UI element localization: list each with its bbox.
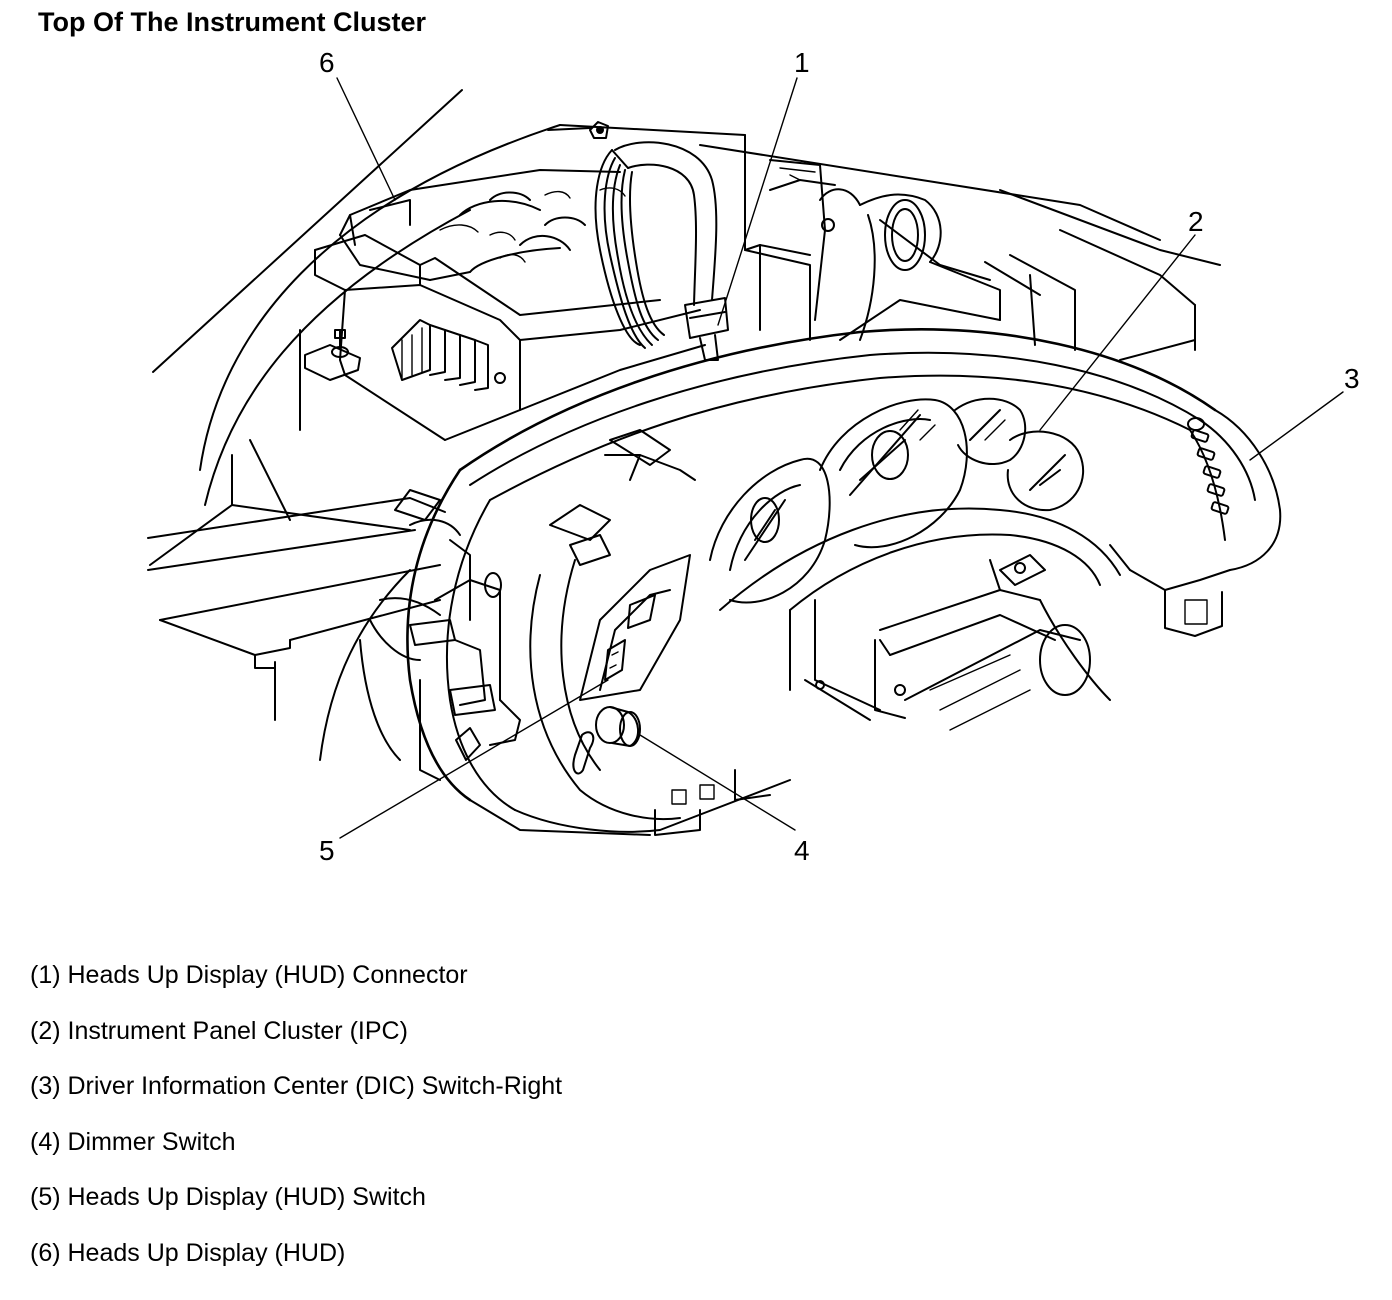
legend-list: (1) Heads Up Display (HUD) Connector (2)…: [30, 960, 562, 1294]
legend-item-ipc: (2) Instrument Panel Cluster (IPC): [30, 1016, 408, 1045]
windshield-frame: [152, 89, 1221, 506]
hud-unit: [304, 121, 706, 441]
legend-item-hud-connector: (1) Heads Up Display (HUD) Connector: [30, 961, 468, 989]
rear-duct: [744, 134, 1001, 341]
callout-4: 4: [794, 835, 810, 866]
callout-5: 5: [319, 835, 335, 866]
callout-labels: 6 1 2 3 5 4: [319, 47, 1360, 866]
diagram-title: Top Of The Instrument Cluster: [38, 7, 427, 37]
leader-line-3: [1249, 391, 1344, 461]
legend-item-dic-switch-right: (3) Driver Information Center (DIC) Swit…: [30, 1072, 563, 1101]
callout-2: 2: [1188, 206, 1204, 237]
hud-wire-harness: [594, 141, 729, 361]
callout-6: 6: [319, 47, 335, 78]
instrument-panel-housing: [406, 328, 1282, 836]
leader-line-2: [1039, 234, 1196, 431]
leader-line-5: [339, 679, 609, 839]
leader-line-4: [639, 734, 796, 831]
hud-switch-dimmer-panel: [572, 554, 691, 775]
instrument-cluster-illustration: 6 1 2 3 5 4: [147, 47, 1360, 866]
column-opening: [719, 507, 1121, 731]
callout-3: 3: [1344, 363, 1360, 394]
leader-line-1: [717, 77, 798, 326]
ipc-gauges: [709, 397, 1085, 604]
legend-item-dimmer-switch: (4) Dimmer Switch: [30, 1127, 236, 1156]
callout-leaders: [336, 77, 1344, 839]
legend-item-hud-switch: (5) Heads Up Display (HUD) Switch: [30, 1183, 426, 1212]
legend-item-hud: (6) Heads Up Display (HUD): [30, 1238, 346, 1267]
callout-1: 1: [794, 47, 810, 78]
left-dash-shelf: [147, 329, 446, 721]
leader-line-6: [336, 77, 396, 201]
